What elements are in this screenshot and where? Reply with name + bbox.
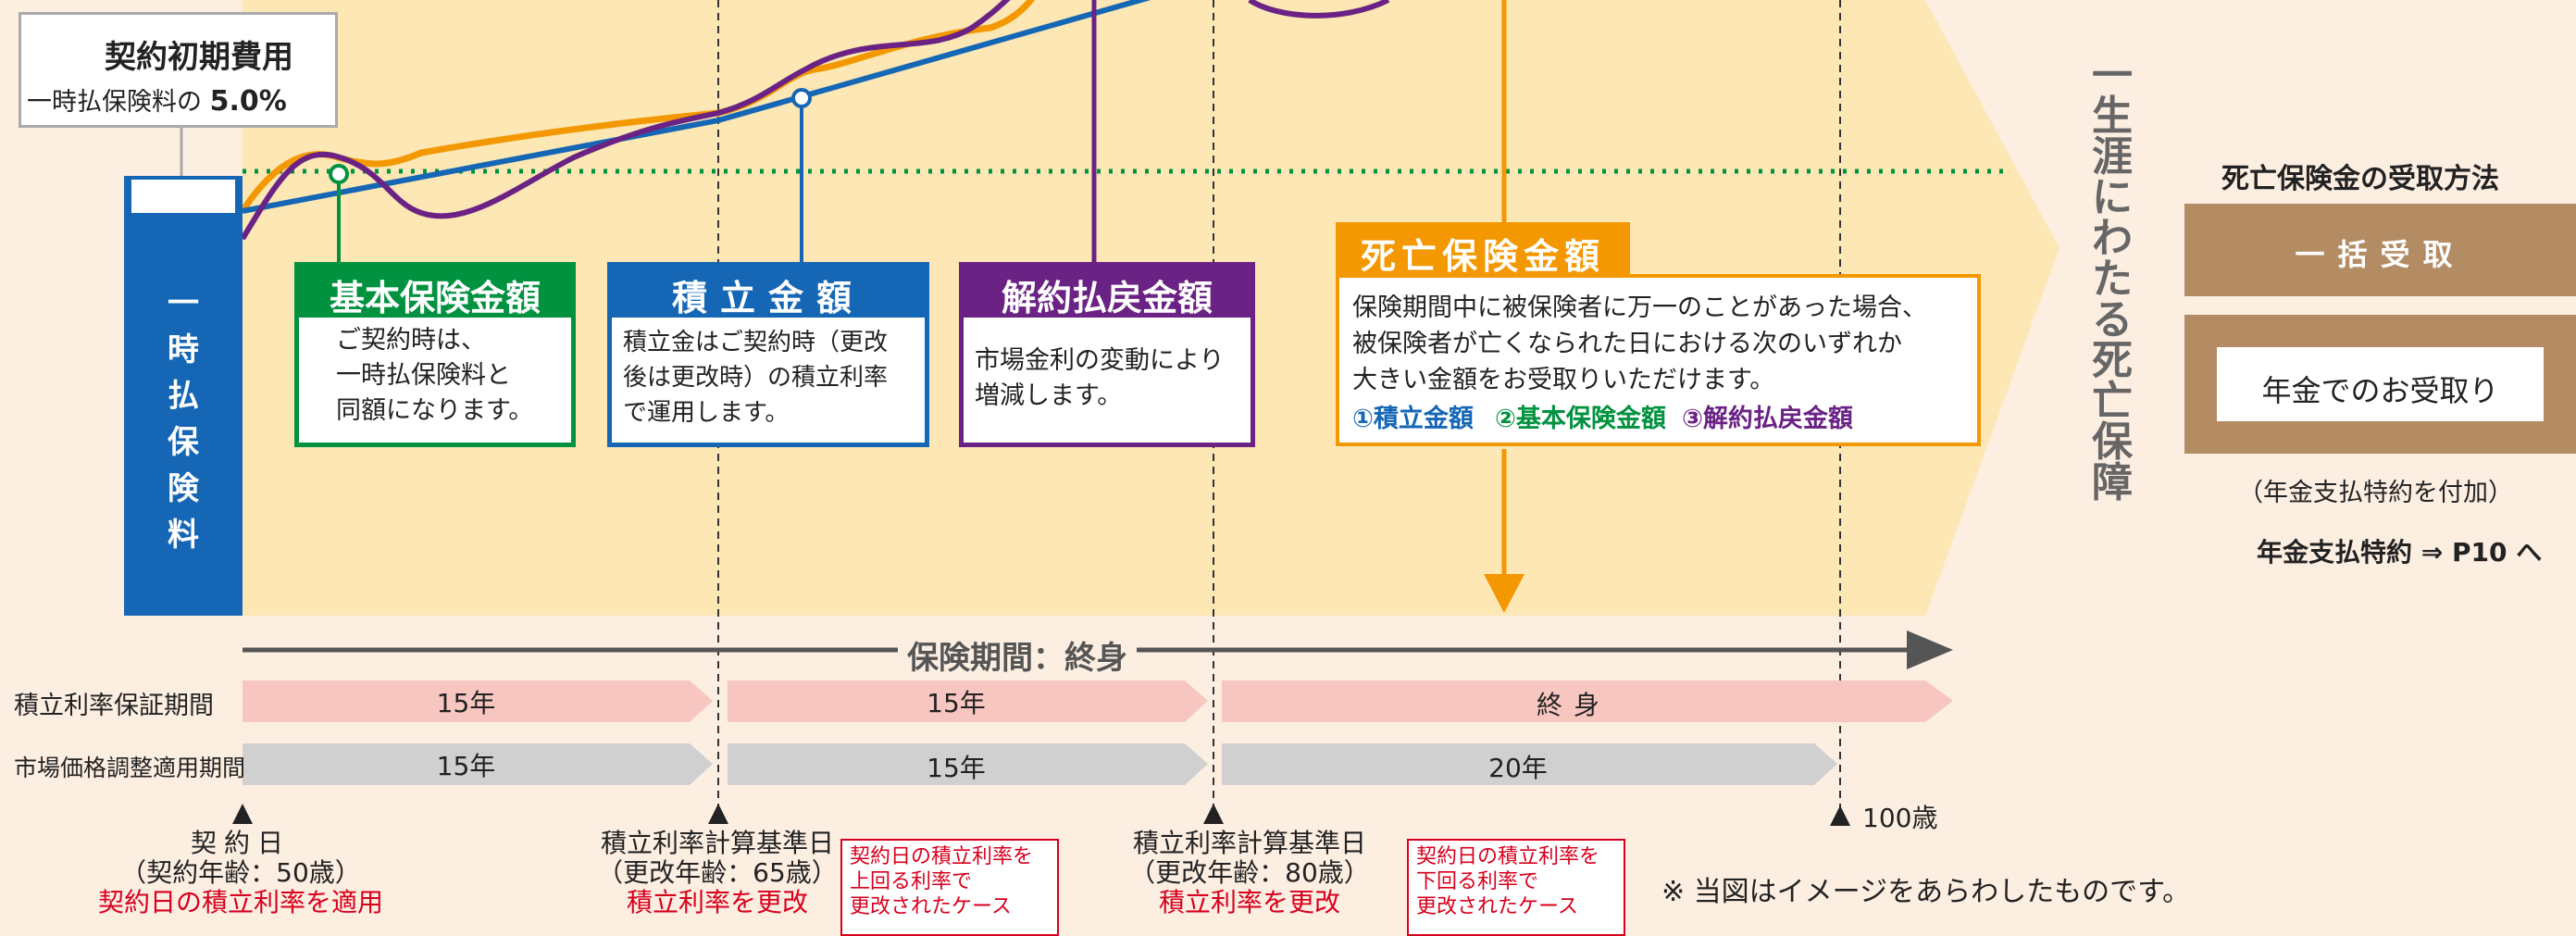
guarantee-period-label: 積立利率保証期間 (14, 692, 214, 720)
age-100-label: 100歳 (1862, 803, 1938, 833)
guarantee-seg-2: 15年 (927, 688, 986, 718)
option-surrender: ③解約払戻金額 (1682, 405, 1853, 433)
initial-cost-title: 契約初期費用 (105, 39, 293, 76)
renewal-80-label: 積立利率計算基準日 （更改年齢：80歳） 積立利率を更改 (1129, 829, 1370, 917)
renewal-65-callout: 契約日の積立利率を 上回る利率で 更改されたケース (840, 839, 1059, 936)
option-reserve: ①積立金額 (1352, 405, 1474, 433)
lump-char-5: 料 (168, 517, 199, 554)
lump-char-2: 払 (168, 378, 199, 415)
annuity-receive-label: 年金でのお受取り (2261, 373, 2499, 408)
death-benefit-line-1: 保険期間中に被保険者に万一のことがあった場合、 (1352, 293, 1927, 322)
guarantee-seg-1: 15年 (436, 688, 496, 718)
lump-char-4: 険 (168, 470, 199, 507)
death-benefit-tab: 死亡保険金額 (1336, 222, 1630, 277)
surrender-value-body: 市場金利の変動により 増減します。 (964, 318, 1251, 443)
death-benefit-line-2: 被保険者が亡くなられた日における次のいずれか (1352, 330, 1902, 358)
mva-band-3 (1222, 743, 1837, 785)
surrender-value-box: 解約払戻金額 市場金利の変動により 増減します。 (959, 262, 1255, 447)
lump-char-1: 時 (168, 331, 199, 368)
reserve-amount-box: 積立金額 積立金はご契約時（更改 後は更改時）の積立利率 で運用します。 (607, 262, 929, 447)
initial-cost-box: ! 契約初期費用 一時払保険料の 5.0% (19, 12, 338, 128)
initial-cost-desc: 一時払保険料の 5.0% (27, 85, 287, 118)
receive-method-title: 死亡保険金の受取方法 (2221, 163, 2499, 195)
triangle-65 (708, 804, 728, 824)
image-note: ※ 当図はイメージをあらわしたものです。 (1661, 876, 2191, 908)
reserve-line (242, 0, 1151, 214)
renewal-80-callout: 契約日の積立利率を 下回る利率で 更改されたケース (1407, 839, 1625, 936)
mva-band-1 (243, 743, 713, 785)
lifetime-coverage-text: 一 生 涯 に わ た る 死 亡 保 障 (2092, 52, 2133, 506)
lump-char-0: 一 (168, 285, 199, 322)
warning-icon: ! (59, 33, 70, 61)
contract-date-label: 契約日 （契約年齢：50歳） 契約日の積立利率を適用 (97, 828, 383, 917)
mva-seg-2: 15年 (927, 753, 986, 783)
surrender-value-title: 解約払戻金額 (1001, 278, 1213, 318)
guarantee-seg-3: 終身 (1536, 690, 1611, 720)
lump-char-3: 保 (168, 424, 199, 461)
basic-point (329, 164, 349, 184)
death-benefit-box: 保険期間中に被保険者に万一のことがあった場合、 被保険者が亡くなられた日における… (1336, 274, 1981, 446)
triangle-100 (1830, 805, 1850, 826)
annuity-note: （年金支払特約を付加） (2238, 479, 2513, 507)
basic-amount-box: 基本保険金額 ご契約時は、 一時払保険料と 同額になります。 (294, 262, 576, 447)
annuity-rider-link[interactable]: 年金支払特約 ⇒ P10 へ (2257, 537, 2543, 568)
mva-seg-1: 15年 (436, 751, 496, 781)
renewal-65-label: 積立利率計算基準日 （更改年齢：65歳） 積立利率を更改 (597, 828, 838, 917)
period-arrowhead (1907, 630, 1953, 669)
reserve-point (791, 88, 812, 108)
death-arrowhead (1484, 574, 1524, 613)
surrender-line (240, 0, 1390, 241)
death-benefit-line-3: 大きい金額をお受取りいただけます。 (1352, 366, 1775, 394)
triangle-contract (232, 804, 253, 824)
basic-amount-body: ご契約時は、 一時払保険料と 同額になります。 (299, 318, 571, 443)
lump-receive-box: 一括受取 (2184, 204, 2576, 296)
lump-sum-top-panel (131, 180, 235, 213)
mva-seg-3: 20年 (1488, 753, 1548, 783)
guarantee-band-2 (728, 680, 1208, 722)
guarantee-band-1 (243, 680, 713, 722)
mva-period-label: 市場価格調整適用期間 (14, 755, 246, 781)
period-label: 保険期間：終身 (898, 632, 1137, 678)
basic-amount-title: 基本保険金額 (329, 278, 541, 318)
reserve-amount-body: 積立金はご契約時（更改 後は更改時）の積立利率 で運用します。 (612, 318, 925, 443)
annuity-receive-box: 年金でのお受取り (2217, 347, 2544, 421)
death-benefit-title: 死亡保険金額 (1360, 236, 1605, 277)
lump-sum-premium-column: 一 時 払 保 険 料 (124, 176, 243, 616)
triangle-80 (1203, 804, 1224, 824)
mva-band-2 (728, 743, 1208, 785)
option-basic: ②基本保険金額 (1495, 405, 1666, 433)
guarantee-band-3 (1222, 680, 1953, 722)
reserve-amount-title: 積立金額 (671, 278, 865, 318)
